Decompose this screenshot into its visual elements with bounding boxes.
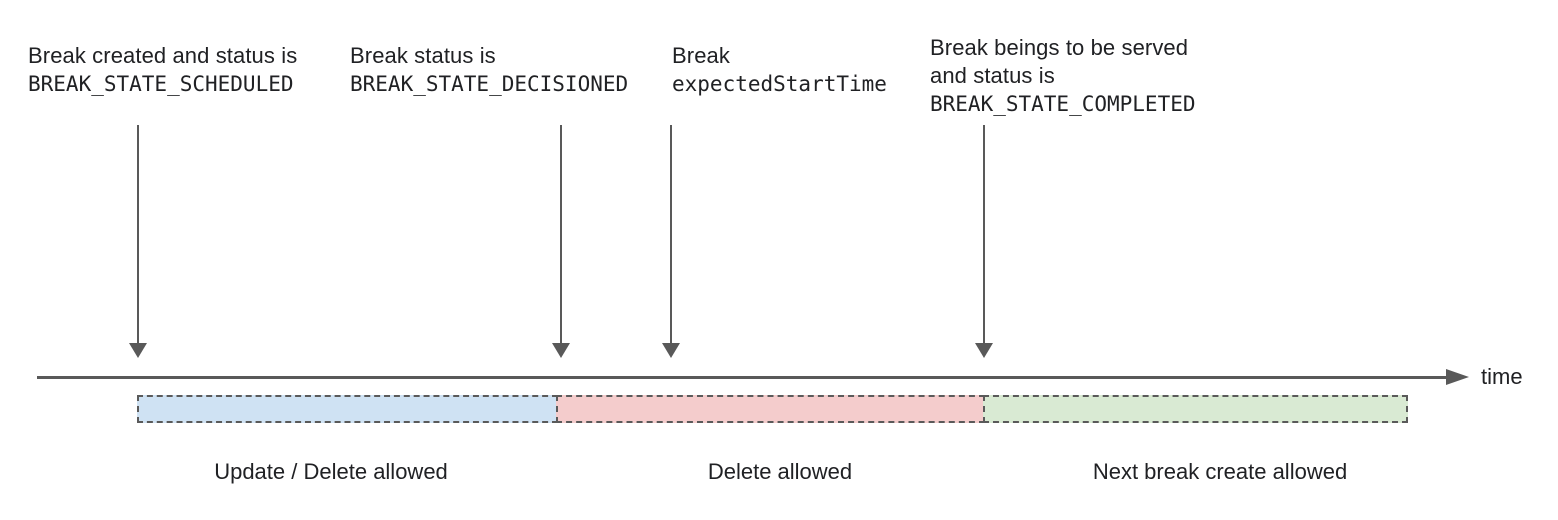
- segment-label-next-break: Next break create allowed: [1092, 459, 1348, 484]
- arrow-head: [129, 343, 147, 358]
- segment-label-update-delete: Update / Delete allowed: [214, 459, 448, 484]
- arrow-shaft: [560, 125, 562, 344]
- arrow-shaft: [670, 125, 672, 344]
- arrow-head: [552, 343, 570, 358]
- annotation-break-created: Break created and status is BREAK_STATE_…: [28, 42, 297, 99]
- time-axis-label: time: [1481, 364, 1523, 389]
- arrow-head: [662, 343, 680, 358]
- annotation-code-line: BREAK_STATE_DECISIONED: [350, 72, 629, 96]
- segment-update-delete-allowed: [137, 395, 558, 423]
- annotation-code-line: BREAK_STATE_SCHEDULED: [28, 72, 294, 96]
- annotation-text-line: Break: [672, 43, 730, 68]
- annotation-code-line: BREAK_STATE_COMPLETED: [930, 92, 1196, 116]
- down-arrow-icon: [552, 125, 570, 358]
- timeline-segments-bar: [137, 395, 1408, 423]
- time-axis-arrowhead-icon: [1446, 369, 1469, 385]
- time-axis-line: [37, 376, 1449, 379]
- arrow-shaft: [137, 125, 139, 344]
- annotation-text-line: and status is: [930, 63, 1055, 88]
- annotation-expected-start-time: Break expectedStartTime: [672, 42, 887, 99]
- down-arrow-icon: [662, 125, 680, 358]
- annotation-break-completed: Break beings to be served and status is …: [930, 34, 1196, 119]
- annotation-break-decisioned: Break status is BREAK_STATE_DECISIONED: [350, 42, 628, 99]
- segment-label-delete: Delete allowed: [707, 459, 853, 484]
- annotation-text-line: Break created and status is: [28, 43, 298, 68]
- segment-next-break-create-allowed: [983, 395, 1408, 423]
- down-arrow-icon: [129, 125, 147, 358]
- annotation-code-line: expectedStartTime: [672, 72, 887, 96]
- arrow-head: [975, 343, 993, 358]
- annotation-text-line: Break status is: [350, 43, 496, 68]
- arrow-shaft: [983, 125, 985, 344]
- annotation-text-line: Break beings to be served: [930, 35, 1189, 60]
- segment-delete-allowed: [556, 395, 985, 423]
- down-arrow-icon: [975, 125, 993, 358]
